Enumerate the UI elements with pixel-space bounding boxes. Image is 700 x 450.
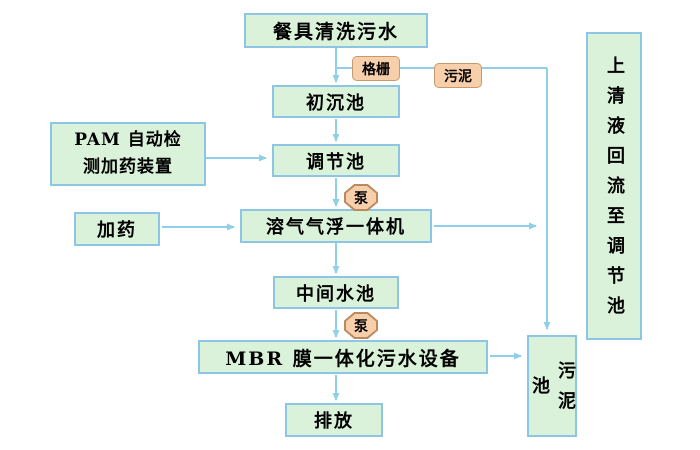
node-pam-device: PAM 自动检 测加药装置 <box>50 122 206 186</box>
pump-badge-lower-shape: 泵 <box>346 314 376 337</box>
node-intermediate-tank-label: 中间水池 <box>296 283 376 305</box>
node-dosing-label: 加药 <box>97 220 137 241</box>
node-intermediate-tank: 中间水池 <box>273 276 399 309</box>
pump-badge-lower-label: 泵 <box>354 318 368 335</box>
node-pam-device-line1: PAM 自动检 <box>74 129 182 150</box>
node-discharge-label: 排放 <box>314 411 354 432</box>
node-regulating-tank-label: 调节池 <box>306 151 366 173</box>
tag-sludge: 污泥 <box>434 63 482 88</box>
tag-screen: 格栅 <box>352 56 400 81</box>
node-sludge-tank-label: 污泥池 <box>529 361 576 421</box>
pump-badge-upper: 泵 <box>344 184 378 211</box>
node-primary-tank: 初沉池 <box>272 85 400 118</box>
node-pam-device-line2: 测加药装置 <box>83 157 173 177</box>
node-dosing: 加药 <box>74 212 160 246</box>
pump-badge-upper-shape: 泵 <box>346 186 376 209</box>
node-daf-unit-label: 溶气气浮一体机 <box>266 217 406 238</box>
tag-sludge-label: 污泥 <box>444 68 472 85</box>
node-sludge-tank: 污泥池 <box>527 335 577 437</box>
node-supernatant-return: 上清液回流至调节池 <box>586 32 642 340</box>
node-supernatant-return-label: 上清液回流至调节池 <box>604 56 625 326</box>
node-mbr-unit-label: MBR 膜一体化污水设备 <box>225 347 461 370</box>
node-source: 餐具清洗污水 <box>244 13 428 48</box>
pump-badge-upper-label: 泵 <box>354 190 368 207</box>
pump-badge-lower: 泵 <box>344 312 378 339</box>
node-mbr-unit: MBR 膜一体化污水设备 <box>198 340 488 374</box>
node-discharge: 排放 <box>285 403 383 437</box>
node-source-label: 餐具清洗污水 <box>272 21 399 43</box>
node-daf-unit: 溶气气浮一体机 <box>240 209 432 243</box>
node-regulating-tank: 调节池 <box>272 144 400 177</box>
tag-screen-label: 格栅 <box>362 61 390 78</box>
node-primary-tank-label: 初沉池 <box>306 92 366 114</box>
